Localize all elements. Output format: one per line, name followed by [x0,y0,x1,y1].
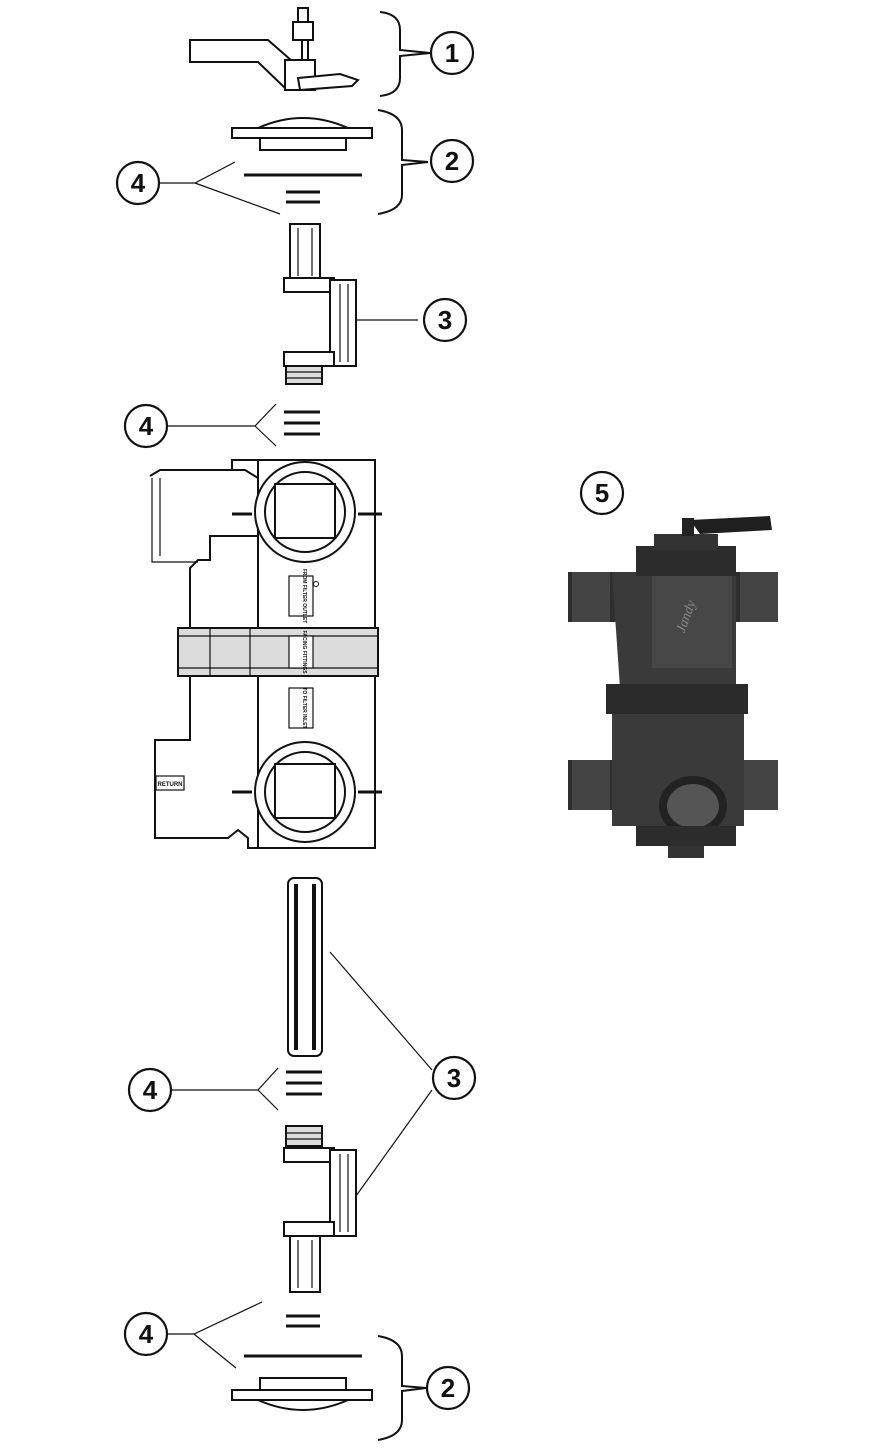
diverter-shaft-top [283,223,357,385]
callout-4-a-label: 4 [131,168,146,198]
callout-4-d-label: 4 [139,1319,154,1349]
handle-assembly [189,7,360,92]
callout-1: 1 [429,30,475,76]
o-ring-group-b [284,410,320,436]
callout-3-bottom-label: 3 [447,1063,461,1093]
callout-4-b-label: 4 [139,411,154,441]
callout-4-d: 4 [123,1311,169,1357]
callout-2-bottom: 2 [425,1365,471,1411]
assembled-valve-photo: Jandy [568,516,778,858]
callout-4-b: 4 [123,403,169,449]
valve-body: FROM FILTER OUTLET FACING FITTINGS TO FI… [149,459,382,849]
callout-3-top: 3 [422,297,468,343]
label-to-filter-inlet: TO FILTER INLET [301,687,307,728]
callout-2-top-label: 2 [445,146,459,176]
callout-3-bottom: 3 [431,1055,477,1101]
label-return: RETURN [158,782,183,788]
callout-2-top: 2 [429,138,475,184]
callout-4-c: 4 [127,1067,173,1113]
callout-3-top-label: 3 [438,305,452,335]
o-ring-group-top [244,173,362,204]
callout-5: 5 [579,470,625,516]
label-facing-fittings: FACING FITTINGS [301,630,307,674]
valve-cover-bottom [231,1377,373,1411]
o-ring-group-c [286,1070,322,1096]
callout-5-label: 5 [595,478,609,508]
callout-4-c-label: 4 [143,1075,158,1105]
callout-1-label: 1 [445,38,459,68]
label-from-filter-outlet: FROM FILTER OUTLET [301,569,307,624]
diverter-shaft-bottom [283,1125,357,1293]
diverter-long [287,877,323,1057]
valve-cover-top [231,117,373,151]
callout-4-a: 4 [115,160,161,206]
callout-2-bottom-label: 2 [441,1373,455,1403]
o-ring-group-bottom [244,1314,362,1358]
